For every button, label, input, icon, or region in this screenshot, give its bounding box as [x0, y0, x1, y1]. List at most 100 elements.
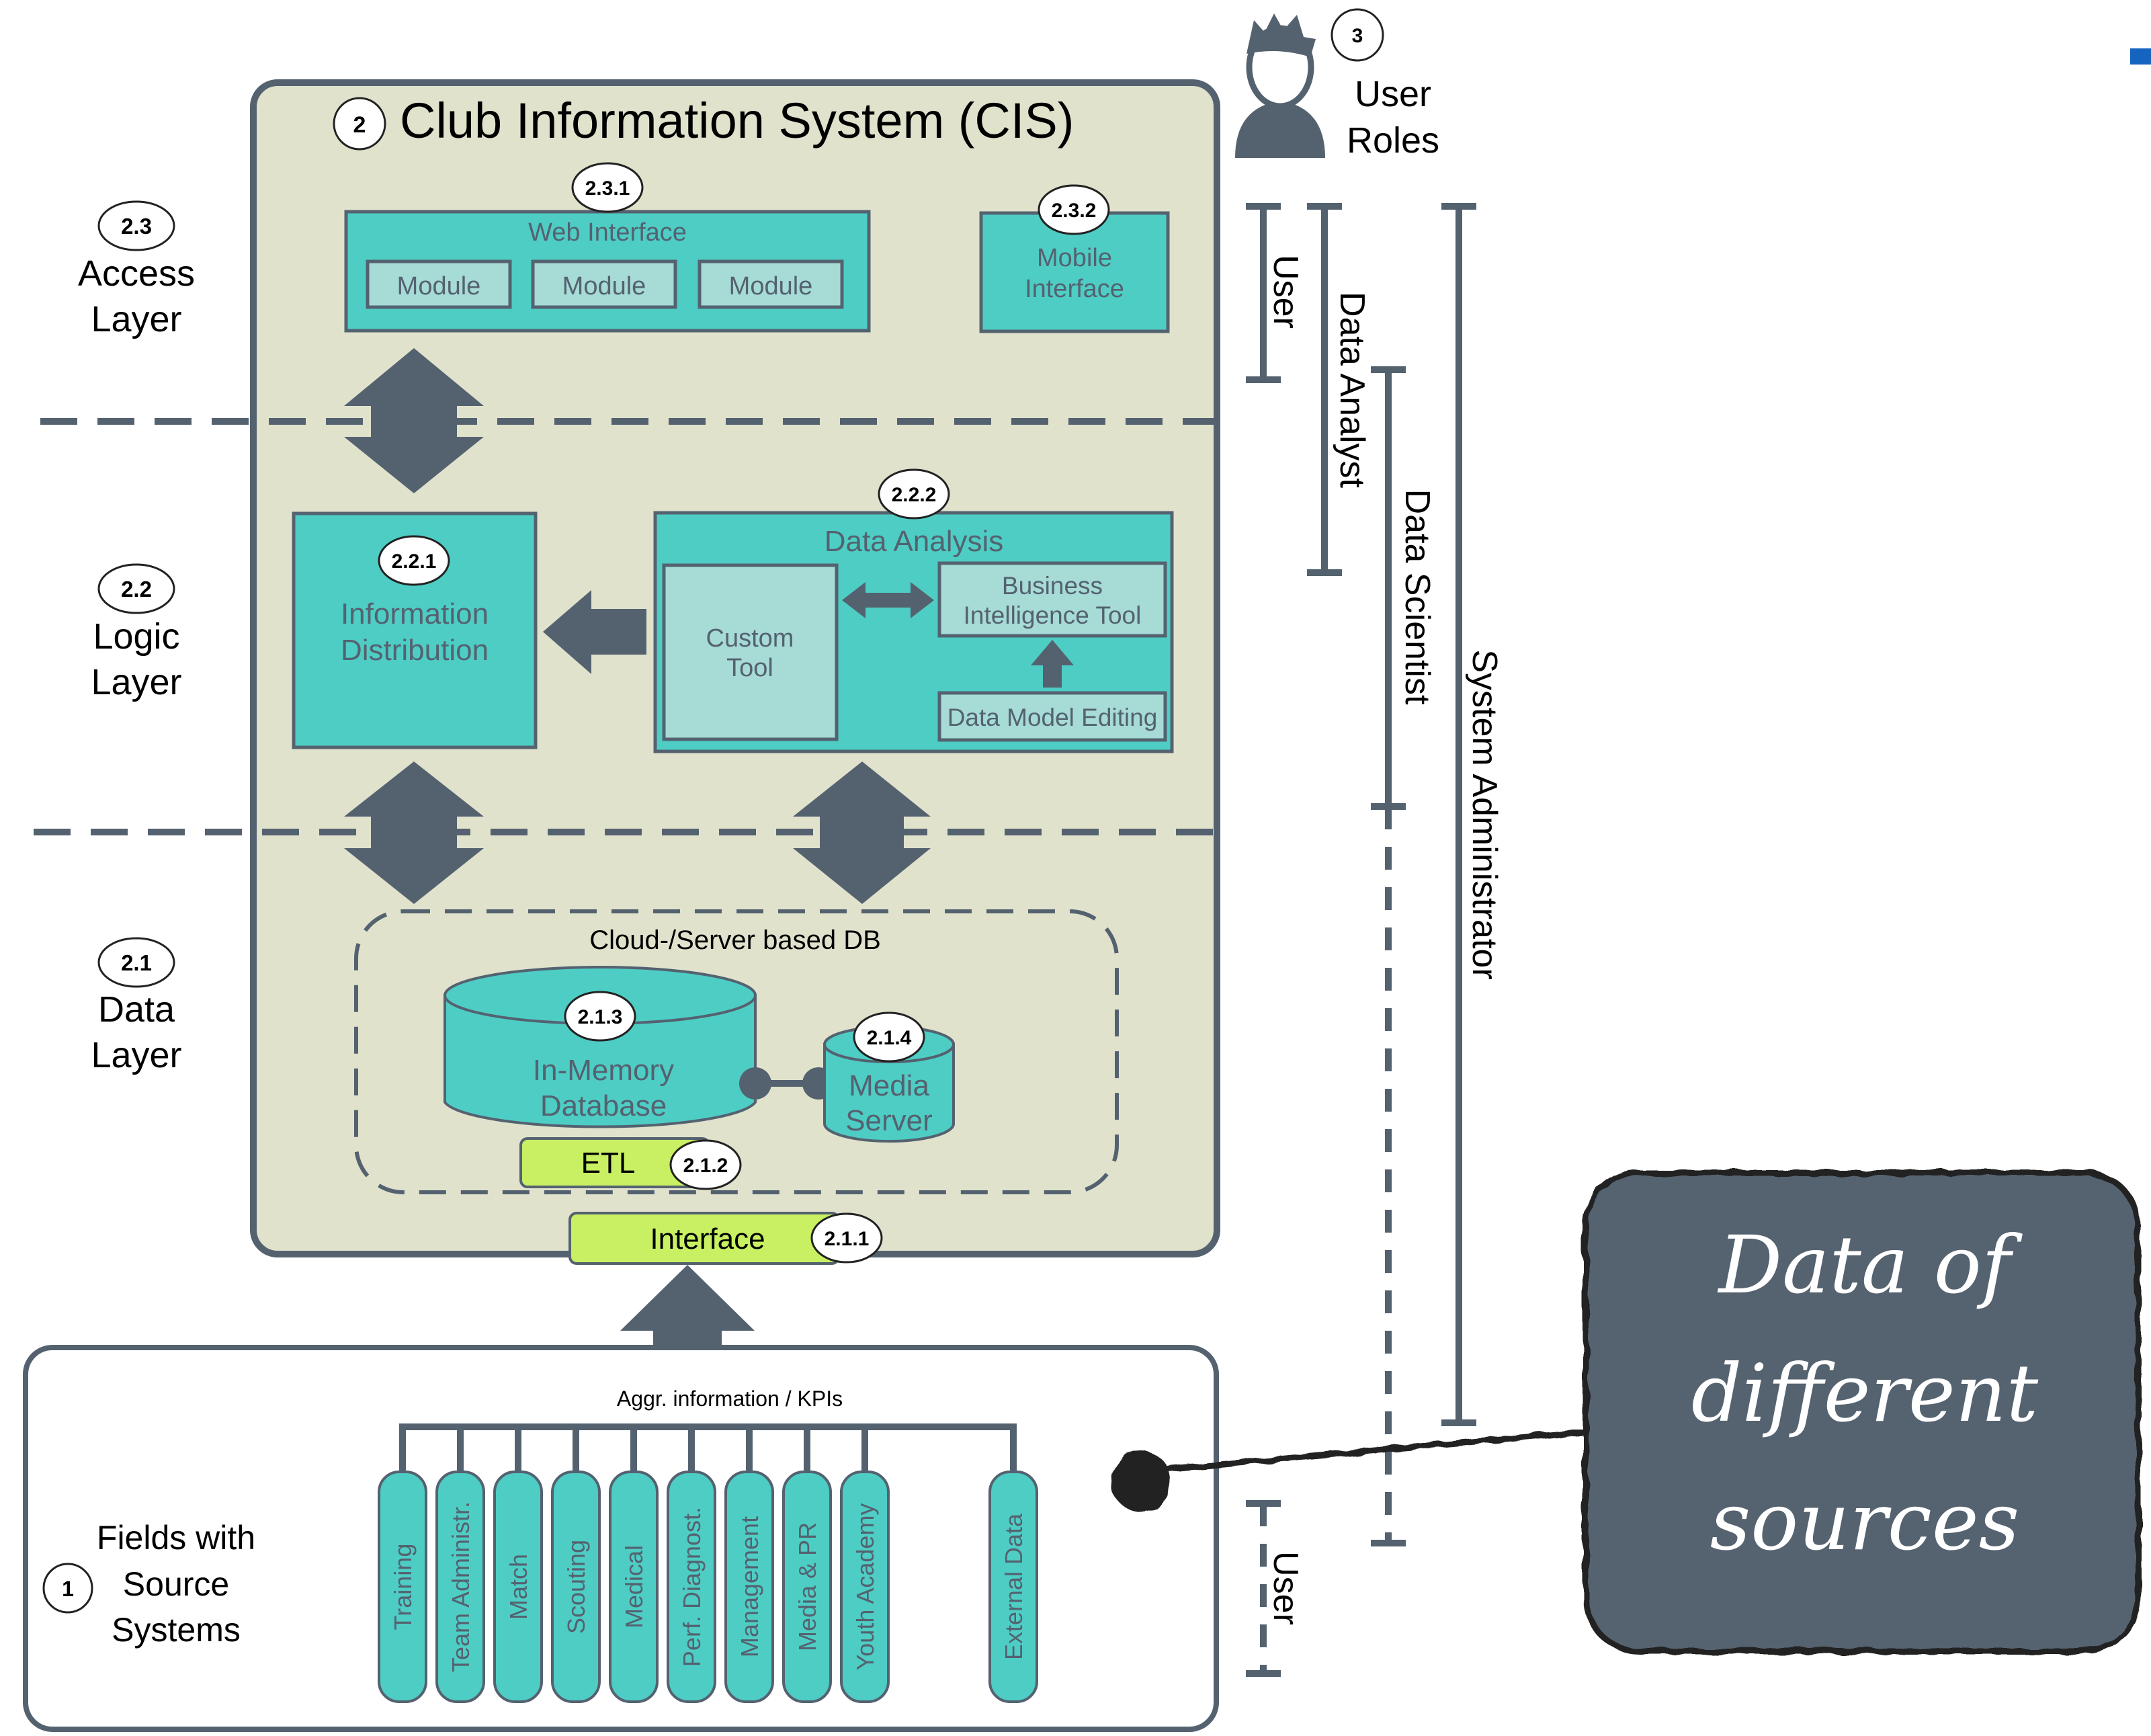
badge-web-interface: [571, 162, 644, 213]
custom-tool-line2: Tool: [726, 654, 773, 682]
svg-text:External Data: External Data: [1000, 1513, 1027, 1660]
badge-roles: [1331, 8, 1384, 62]
badge-data-analysis: [878, 468, 950, 520]
layer-label-logic: 2.2 Logic Layer: [91, 563, 182, 702]
source-label-line3: Systems: [112, 1611, 241, 1649]
svg-text:Medical: Medical: [620, 1545, 648, 1628]
data-layer-line2: Layer: [91, 1035, 181, 1075]
svg-text:Youth Academy: Youth Academy: [851, 1503, 879, 1671]
bi-tool-line2: Intelligence Tool: [964, 602, 1142, 629]
double-arrow-logic-data-left: [344, 761, 484, 904]
data-model-editing-box: [937, 691, 1167, 742]
interface-label: Interface: [650, 1223, 765, 1255]
badge-etl-text: 2.1.2: [683, 1155, 728, 1177]
badge-access-text: 2.3: [121, 214, 152, 239]
corner-accent: [2130, 48, 2151, 65]
media-server-line1: Media: [849, 1069, 929, 1102]
svg-text:Perf. Diagnost.: Perf. Diagnost.: [678, 1507, 706, 1667]
user-roles-line1: User: [1355, 74, 1431, 114]
role-label-user: User: [1266, 255, 1305, 329]
module-label-3: Module: [729, 272, 813, 300]
module-label-2: Module: [562, 272, 646, 300]
callout-line1: Data of: [1718, 1218, 2023, 1311]
module-box-1: [366, 259, 512, 309]
cis-title: Club Information System (CIS): [400, 93, 1074, 149]
source-field-match: Match: [493, 1471, 543, 1703]
role-label-user-bottom: User: [1266, 1551, 1305, 1625]
callout-line2: different: [1691, 1347, 2039, 1440]
role-bracket-user: User: [1246, 203, 1305, 383]
arrow-model-to-bi: [1031, 640, 1074, 688]
role-bracket-user-bottom: User: [1246, 1500, 1305, 1677]
logic-layer-line2: Layer: [91, 662, 181, 702]
svg-text:Scouting: Scouting: [562, 1540, 590, 1634]
in-memory-db-line2: Database: [540, 1089, 667, 1122]
badge-roles-text: 3: [1352, 25, 1363, 47]
mobile-interface-line2: Interface: [1025, 275, 1124, 303]
in-memory-db-line1: In-Memory: [533, 1054, 674, 1087]
module-label-1: Module: [397, 272, 481, 300]
role-bracket-data-analyst: Data Analyst: [1307, 203, 1372, 576]
info-distribution-line1: Information: [341, 597, 489, 630]
badge-cis-text: 2: [353, 112, 366, 138]
data-model-editing-label: Data Model Editing: [947, 704, 1158, 731]
source-field-training: Training: [378, 1471, 427, 1703]
source-systems-label: Fields with Source Systems 1: [42, 1519, 255, 1649]
custom-tool-line1: Custom: [706, 624, 794, 653]
source-field-scouting: Scouting: [551, 1471, 601, 1703]
role-label-system-admin: System Administrator: [1465, 649, 1504, 979]
access-layer-line2: Layer: [91, 299, 181, 339]
role-label-data-analyst: Data Analyst: [1333, 292, 1372, 488]
etl-label: ETL: [581, 1147, 636, 1180]
aggr-label: Aggr. information / KPIs: [617, 1387, 843, 1411]
logic-layer-line1: Logic: [93, 616, 179, 657]
source-field-team-admin: Team Administr.: [435, 1471, 485, 1703]
double-arrow-logic-data-right: [793, 761, 931, 904]
badge-info-distribution-text: 2.2.1: [392, 550, 437, 573]
svg-text:Management: Management: [736, 1516, 763, 1657]
badge-mobile-interface-text: 2.3.2: [1052, 200, 1097, 222]
role-bracket-data-scientist: Data Scientist: [1371, 366, 1437, 1546]
badge-media-server-text: 2.1.4: [867, 1027, 912, 1049]
svg-text:Team Administr.: Team Administr.: [447, 1501, 474, 1672]
mobile-interface-box: [979, 211, 1170, 333]
badge-cis: [333, 97, 386, 151]
svg-text:Media & PR: Media & PR: [794, 1522, 821, 1651]
source-field-external-data: External Data: [988, 1471, 1038, 1703]
badge-logic-text: 2.2: [121, 577, 152, 602]
badge-info-distribution: [378, 535, 450, 586]
source-field-youth-academy: Youth Academy: [840, 1471, 890, 1703]
source-field-management: Management: [724, 1471, 774, 1703]
in-memory-db-cylinder: [444, 966, 757, 1128]
source-fields-bracket: [399, 1423, 1017, 1473]
layer-label-access: 2.3 Access Layer: [78, 200, 195, 339]
badge-data-analysis-text: 2.2.2: [892, 484, 937, 506]
source-label-line2: Source: [123, 1565, 229, 1603]
layer-label-data: 2.1 Data Layer: [91, 937, 182, 1075]
svg-text:Training: Training: [389, 1544, 417, 1630]
badge-in-memory-db-text: 2.1.3: [578, 1006, 623, 1028]
module-box-3: [698, 259, 844, 309]
badge-media-server: [853, 1011, 925, 1063]
access-layer-line1: Access: [78, 253, 195, 294]
media-server-line2: Server: [845, 1104, 933, 1137]
role-label-data-scientist: Data Scientist: [1398, 489, 1437, 705]
callout-box: [1583, 1169, 2142, 1655]
info-distribution-line2: Distribution: [341, 634, 489, 667]
web-interface-label: Web Interface: [528, 218, 687, 247]
data-analysis-label: Data Analysis: [825, 525, 1004, 558]
mobile-interface-line1: Mobile: [1037, 244, 1112, 272]
source-label-line1: Fields with: [97, 1519, 255, 1557]
bi-tool-line1: Business: [1002, 572, 1103, 600]
user-avatar-icon: [1235, 13, 1325, 158]
custom-tool-box: [662, 563, 839, 741]
source-field-medical: Medical: [609, 1471, 659, 1703]
arrow-analysis-to-distribution: [543, 590, 646, 674]
callout-pointer: [1111, 1428, 1587, 1512]
badge-in-memory-db: [564, 991, 636, 1042]
module-box-2: [531, 259, 677, 309]
svg-text:Match: Match: [505, 1554, 532, 1620]
callout-line3: sources: [1710, 1475, 2019, 1568]
badge-interface-text: 2.1.1: [825, 1228, 870, 1250]
